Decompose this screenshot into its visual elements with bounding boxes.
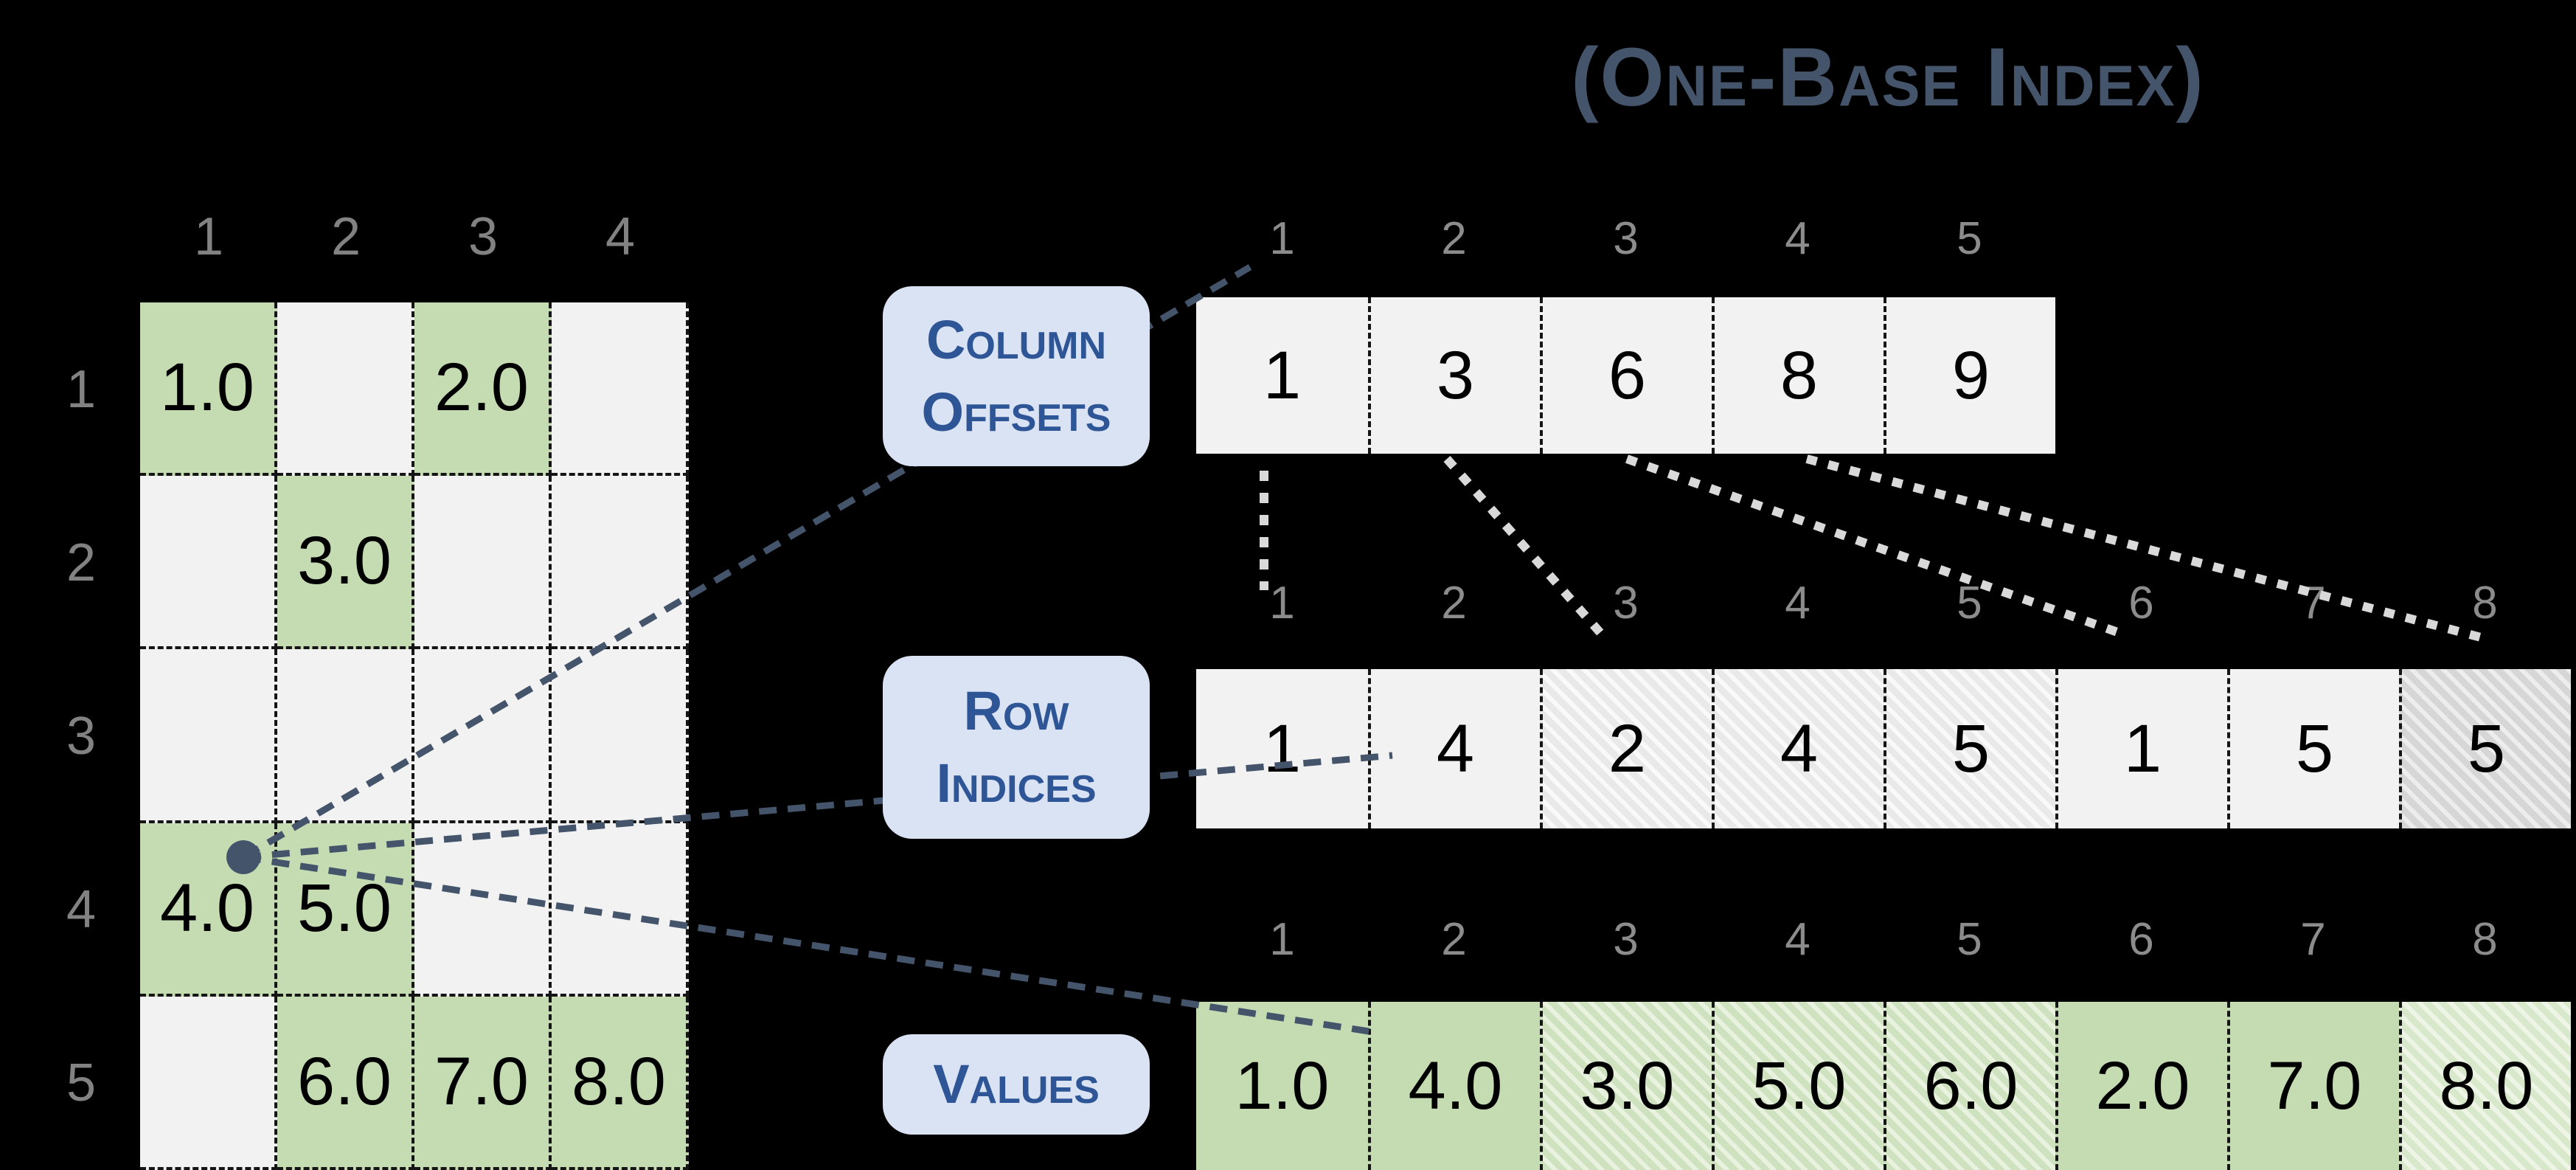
label-column-offsets-line1: Column <box>926 308 1107 370</box>
matrix-column-header: 3 <box>468 207 499 266</box>
matrix-cell <box>552 649 689 823</box>
page-title: (One-Base Index) <box>1571 31 2205 123</box>
index-label: 1 <box>1269 578 1295 629</box>
index-label: 4 <box>1785 213 1811 264</box>
matrix-cell: 1.0 <box>140 302 277 477</box>
column_offsets-cell: 6 <box>1540 297 1712 454</box>
pointer-line-to-values <box>243 854 1369 1035</box>
row_indices-cell: 4 <box>1368 669 1540 828</box>
index-label: 4 <box>1785 914 1811 965</box>
index-label: 6 <box>2128 578 2154 629</box>
index-label: 2 <box>1441 914 1467 965</box>
index-label: 5 <box>1957 213 1982 264</box>
index-label: 3 <box>1613 213 1639 264</box>
matrix-column-headers: 1 2 3 4 <box>140 207 689 280</box>
column_offsets-cell: 9 <box>1884 297 2055 454</box>
pointer-line-to-column-offsets <box>241 264 1252 860</box>
column_offsets-cell: 3 <box>1368 297 1540 454</box>
index-label: 6 <box>2128 914 2154 965</box>
index-label: 1 <box>1269 914 1295 965</box>
matrix-row-header: 4 <box>66 880 97 940</box>
matrix-cell <box>552 476 689 650</box>
row_indices-cell: 5 <box>2399 669 2571 828</box>
values-index-labels: 1 2 3 4 5 6 7 8 <box>1196 913 2571 966</box>
label-column-offsets-line2: Offsets <box>921 381 1111 443</box>
matrix-cell: 2.0 <box>414 302 552 477</box>
index-label: 2 <box>1441 213 1467 264</box>
values-cell: 7.0 <box>2227 1002 2399 1170</box>
matrix-cell: 8.0 <box>552 996 689 1170</box>
index-label: 3 <box>1613 914 1639 965</box>
matrix-cell: 7.0 <box>414 996 552 1170</box>
row_indices-cell: 1 <box>1196 669 1368 828</box>
matrix-row-header: 5 <box>66 1053 97 1113</box>
index-label: 7 <box>2300 578 2326 629</box>
values-cell: 3.0 <box>1540 1002 1712 1170</box>
matrix-row-header: 3 <box>66 707 97 766</box>
pointer-line-to-row-indices <box>243 752 1393 861</box>
index-label: 1 <box>1269 213 1295 264</box>
index-label: 5 <box>1957 578 1982 629</box>
matrix-cell: 3.0 <box>277 476 414 650</box>
matrix-column-header: 4 <box>605 207 636 266</box>
matrix-cell <box>277 302 414 477</box>
offset-map-line-8 <box>1805 454 2482 642</box>
matrix-cell <box>140 996 277 1170</box>
label-row-indices: Row Indices <box>883 656 1150 839</box>
matrix-cell <box>414 476 552 650</box>
row_indices-cell: 1 <box>2055 669 2227 828</box>
matrix-cell <box>552 823 689 997</box>
index-label: 5 <box>1957 914 1982 965</box>
matrix-cell: 6.0 <box>277 996 414 1170</box>
row_indices-cell: 5 <box>1884 669 2055 828</box>
index-label: 8 <box>2472 914 2498 965</box>
row_indices-cell: 5 <box>2227 669 2399 828</box>
matrix-cell <box>140 476 277 650</box>
matrix-row-header: 2 <box>66 533 97 592</box>
label-column-offsets: Column Offsets <box>883 286 1150 466</box>
matrix-cell <box>140 649 277 823</box>
values-cell: 5.0 <box>1712 1002 1884 1170</box>
index-label: 8 <box>2472 578 2498 629</box>
column_offsets-cell: 1 <box>1196 297 1368 454</box>
column_offsets-cell: 8 <box>1712 297 1884 454</box>
matrix-cell <box>552 302 689 477</box>
label-row-indices-line2: Indices <box>936 752 1097 814</box>
offset-map-line-6 <box>1625 454 2125 639</box>
values-cell: 4.0 <box>1368 1002 1540 1170</box>
selected-entry-dot <box>226 840 260 874</box>
matrix-cell <box>414 823 552 997</box>
index-label: 4 <box>1785 578 1811 629</box>
values-cell: 6.0 <box>1884 1002 2055 1170</box>
column-offsets-index-labels: 1 2 3 4 5 <box>1196 212 2055 265</box>
label-values: Values <box>883 1034 1150 1135</box>
row_indices-cell: 2 <box>1540 669 1712 828</box>
matrix-cell: 5.0 <box>277 823 414 997</box>
index-label: 3 <box>1613 578 1639 629</box>
offset-map-line-3 <box>1443 456 1605 637</box>
matrix-row-header: 1 <box>66 359 97 419</box>
label-values-line1: Values <box>933 1053 1100 1115</box>
matrix-cell <box>414 649 552 823</box>
values-cell: 8.0 <box>2399 1002 2571 1170</box>
matrix-column-header: 1 <box>193 207 224 266</box>
label-row-indices-line1: Row <box>963 679 1069 741</box>
index-label: 2 <box>1441 578 1467 629</box>
row_indices-cell: 4 <box>1712 669 1884 828</box>
row-indices-index-labels: 1 2 3 4 5 6 7 8 <box>1196 577 2571 629</box>
matrix-column-header: 2 <box>330 207 361 266</box>
values-cell: 2.0 <box>2055 1002 2227 1170</box>
matrix-row-headers: 1 2 3 4 5 <box>44 302 118 1170</box>
index-label: 7 <box>2300 914 2326 965</box>
matrix-cell: 4.0 <box>140 823 277 997</box>
